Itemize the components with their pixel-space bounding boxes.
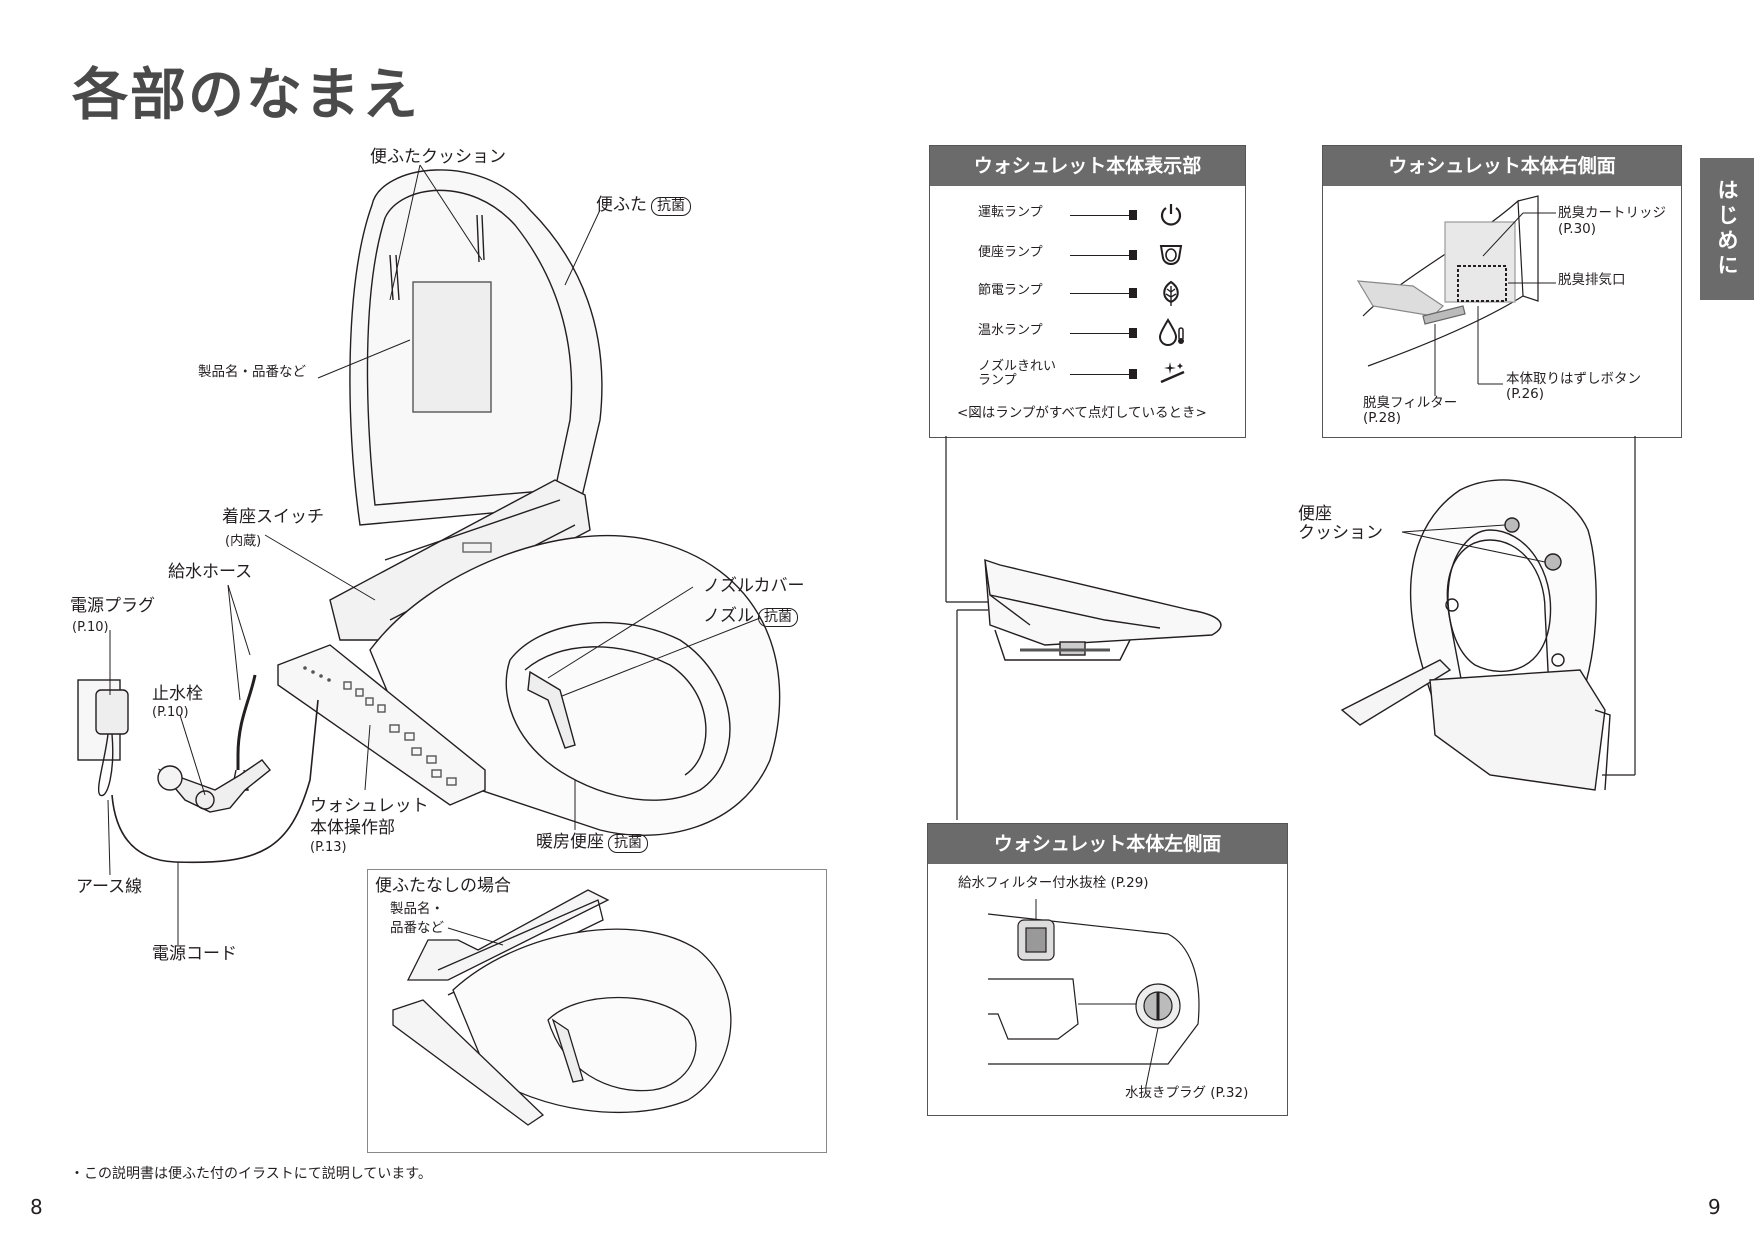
washlet-perspective-illustration	[1340, 470, 1640, 810]
lamp-row-seat: 便座ランプ	[930, 240, 1245, 270]
power-plug-ref: (P.10)	[72, 620, 109, 635]
display-panel-title: ウォシュレット本体表示部	[930, 146, 1245, 186]
water-temp-icon	[1158, 318, 1186, 346]
lid-label: 便ふた	[596, 195, 647, 215]
seat-cushion-label-2: クッション	[1298, 524, 1383, 544]
stop-valve-label: 止水栓	[152, 685, 203, 705]
nozzle-label-group: ノズル抗菌	[703, 607, 798, 627]
control-unit-ref: (P.13)	[310, 840, 347, 855]
lamp-label: 節電ランプ	[978, 284, 1043, 298]
lamp-label: 運転ランプ	[978, 206, 1043, 220]
lid-label-group: 便ふた抗菌	[596, 196, 691, 216]
display-caption: <図はランプがすべて点灯しているとき>	[957, 406, 1207, 422]
sparkle-icon	[1158, 360, 1188, 386]
footnote: ・この説明書は便ふた付のイラストにて説明しています。	[70, 1163, 432, 1183]
lamp-label: 便座ランプ	[978, 246, 1043, 260]
cartridge-label: 脱臭カートリッジ	[1558, 206, 1666, 222]
right-side-illustration	[1323, 146, 1681, 437]
seat-icon	[1158, 242, 1184, 268]
lamp-row-nozzle: ノズルきれい ランプ	[930, 360, 1245, 390]
stop-valve-ref: (P.10)	[152, 705, 189, 720]
right-side-panel: ウォシュレット本体右側面 脱臭カートリッジ (P.30) 脱臭排気口 本体取りは…	[1322, 145, 1682, 438]
display-panel: ウォシュレット本体表示部 運転ランプ 便座ランプ 節電ランプ 温水ランプ ノズル…	[929, 145, 1246, 438]
left-side-panel: ウォシュレット本体左側面 給水フィルター付水抜栓 (P.29) 水抜きプラグ (…	[927, 823, 1288, 1116]
control-unit-label-2: 本体操作部	[310, 819, 395, 839]
lamp-label: ノズルきれい ランプ	[978, 360, 1056, 389]
washlet-unit-illustration	[930, 520, 1350, 720]
seat-cushion-label-1: 便座	[1298, 505, 1332, 525]
antibacterial-badge: 抗菌	[758, 608, 798, 627]
heated-seat-label-group: 暖房便座抗菌	[536, 833, 648, 853]
filter-ref: (P.28)	[1363, 411, 1401, 427]
lamp-label: 温水ランプ	[978, 324, 1043, 338]
power-cord-label: 電源コード	[152, 945, 237, 965]
product-name-label: 製品名・品番など	[198, 365, 306, 381]
lid-cushion-label: 便ふたクッション	[370, 148, 506, 168]
cartridge-ref: (P.30)	[1558, 222, 1596, 238]
ground-wire-label: アース線	[76, 878, 142, 898]
nozzle-label: ノズル	[703, 606, 754, 626]
leaf-icon	[1158, 280, 1184, 306]
lamp-row-power: 運転ランプ	[930, 200, 1245, 230]
power-plug-label: 電源プラグ	[70, 597, 155, 617]
exhaust-label: 脱臭排気口	[1558, 273, 1626, 289]
seat-switch-label: 着座スイッチ	[222, 508, 324, 528]
page-number-left: 8	[30, 1195, 43, 1219]
no-lid-illustration	[368, 870, 826, 1152]
release-button-ref: (P.26)	[1506, 387, 1544, 403]
lamp-label-line2: ランプ	[978, 374, 1056, 388]
lamp-row-water: 温水ランプ	[930, 320, 1245, 350]
power-icon	[1158, 202, 1184, 228]
control-unit-label-1: ウォシュレット	[310, 797, 429, 817]
nozzle-cover-label: ノズルカバー	[703, 577, 805, 597]
page-number-right: 9	[1708, 1195, 1721, 1219]
antibacterial-badge: 抗菌	[651, 197, 691, 216]
section-tab[interactable]: はじめに	[1700, 158, 1754, 300]
lamp-row-eco: 節電ランプ	[930, 280, 1245, 310]
heated-seat-label: 暖房便座	[536, 832, 604, 852]
antibacterial-badge: 抗菌	[608, 834, 648, 853]
water-hose-label: 給水ホース	[168, 563, 252, 583]
lamp-label-line1: ノズルきれい	[978, 360, 1056, 374]
seat-switch-sub: (内蔵)	[225, 530, 261, 549]
left-side-illustration	[928, 824, 1287, 1115]
no-lid-inset: 便ふたなしの場合 製品名・ 品番など	[367, 869, 827, 1153]
